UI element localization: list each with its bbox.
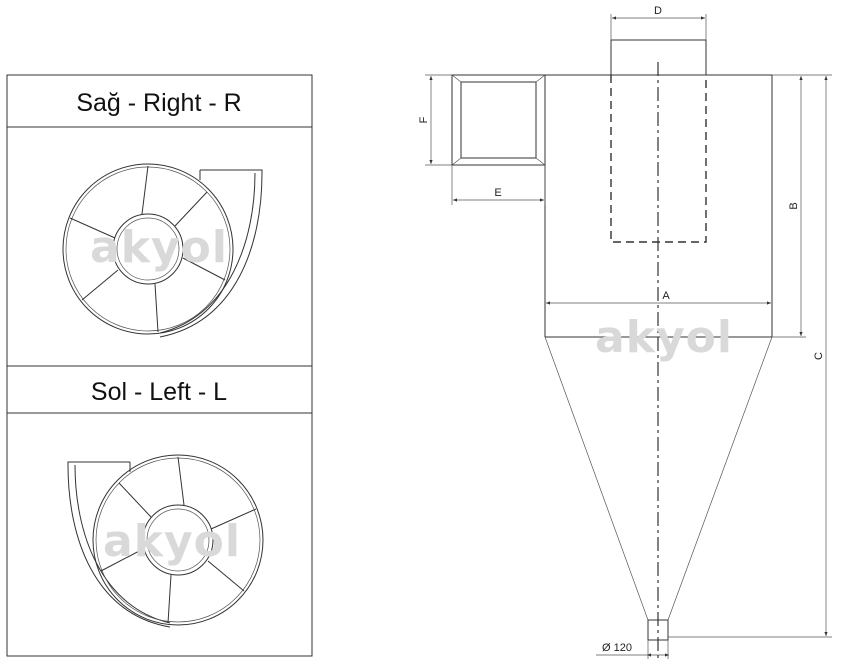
watermark-elevation: akyol bbox=[595, 312, 733, 363]
dimension-c: C bbox=[668, 74, 832, 638]
dimension-f: F bbox=[418, 74, 452, 166]
dimension-c-label: C bbox=[813, 352, 825, 360]
dimension-outlet-label: Ø 120 bbox=[602, 642, 632, 654]
dimension-d-label: D bbox=[654, 5, 662, 17]
right-panel-title: Sağ - Right - R bbox=[76, 89, 241, 117]
left-fan-wheel bbox=[67, 454, 264, 628]
right-wheel-blades bbox=[69, 165, 226, 333]
cyclone-elevation: akyol D F E A bbox=[418, 5, 832, 659]
dimension-d: D bbox=[610, 5, 707, 40]
dimension-f-label: F bbox=[418, 116, 430, 123]
inlet-duct bbox=[451, 74, 546, 166]
dimension-e-label: E bbox=[494, 187, 501, 199]
left-wheel-blades bbox=[100, 456, 257, 624]
dimension-b-label: B bbox=[788, 202, 800, 209]
watermark-left-panel: akyol bbox=[103, 516, 241, 567]
left-panel-title: Sol - Left - L bbox=[91, 378, 227, 406]
watermark-right-panel: akyol bbox=[90, 222, 228, 273]
dimension-e: E bbox=[451, 165, 546, 205]
right-fan-wheel bbox=[62, 163, 263, 338]
dimension-b: B bbox=[772, 74, 806, 338]
dimension-a-label: A bbox=[662, 290, 670, 302]
orientation-panels: Sağ - Right - R Sol - Left - L bbox=[6, 74, 313, 657]
dimension-a: A bbox=[546, 290, 771, 305]
dimension-outlet: Ø 120 bbox=[596, 640, 669, 659]
